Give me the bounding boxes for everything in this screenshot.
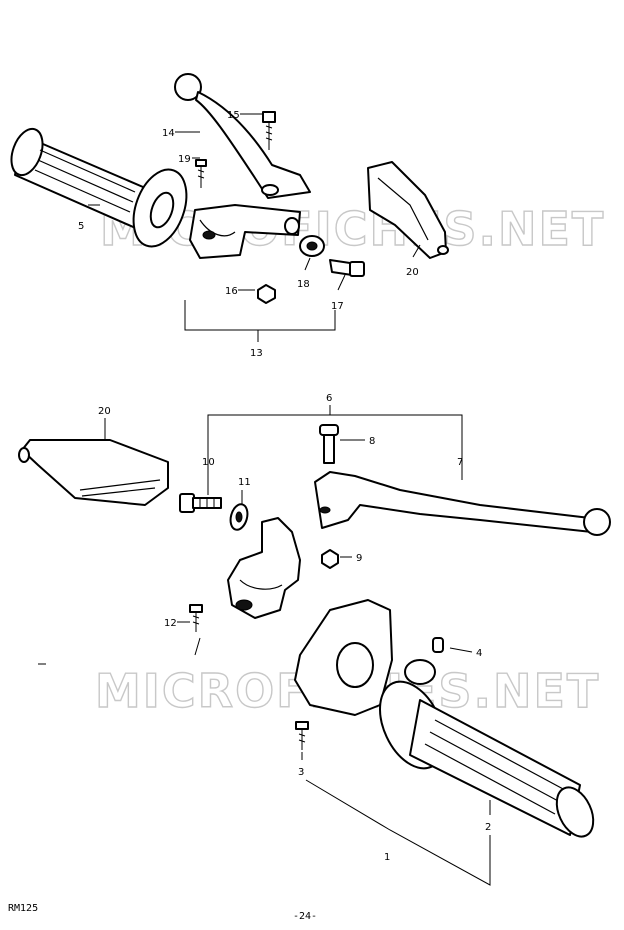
callout-19: 19	[178, 154, 191, 165]
model-code: RM125	[8, 903, 39, 914]
callout-14: 14	[162, 128, 175, 139]
brake-lever-holder	[227, 517, 301, 619]
adjuster-bolt-17	[329, 259, 365, 277]
nut-16	[257, 284, 276, 304]
callout-8: 8	[369, 436, 375, 447]
callout-7: 7	[457, 457, 463, 468]
throttle-housing	[294, 599, 393, 716]
lever-cover-lower	[18, 439, 169, 506]
screw-12	[189, 604, 203, 632]
brake-lever	[314, 471, 611, 536]
callout-5: 5	[78, 221, 84, 232]
callout-20-lower: 20	[98, 406, 111, 417]
left-grip	[10, 127, 188, 248]
screw-19	[195, 159, 207, 188]
page-number: -24-	[293, 911, 318, 922]
callout-13: 13	[250, 348, 263, 359]
callout-3: 3	[298, 767, 304, 778]
lever-cover-upper	[367, 161, 449, 259]
callout-15: 15	[227, 110, 240, 121]
callout-12: 12	[164, 618, 177, 629]
throttle-grip	[379, 659, 595, 838]
callout-20-upper: 20	[406, 267, 419, 278]
upper-leader-lines	[88, 113, 421, 342]
callout-1: 1	[384, 852, 390, 863]
screw-3	[295, 721, 309, 750]
callout-9: 9	[356, 553, 362, 564]
clutch-lever-holder	[189, 204, 301, 259]
clutch-lever	[174, 73, 311, 199]
callout-2: 2	[485, 822, 491, 833]
callout-16: 16	[225, 286, 238, 297]
adjuster-18	[299, 235, 325, 257]
callout-4: 4	[476, 648, 482, 659]
callout-11: 11	[238, 477, 251, 488]
callout-17: 17	[331, 301, 344, 312]
callout-10: 10	[202, 457, 215, 468]
pivot-bolt-8	[319, 424, 339, 464]
bolt-10	[179, 493, 222, 513]
pivot-bolt-15	[262, 111, 276, 150]
washer-11	[229, 503, 249, 531]
callout-18: 18	[297, 279, 310, 290]
nut-9	[321, 549, 339, 569]
lower-leader-lines	[104, 405, 491, 886]
callout-6: 6	[326, 393, 332, 404]
cap-4	[432, 637, 444, 653]
